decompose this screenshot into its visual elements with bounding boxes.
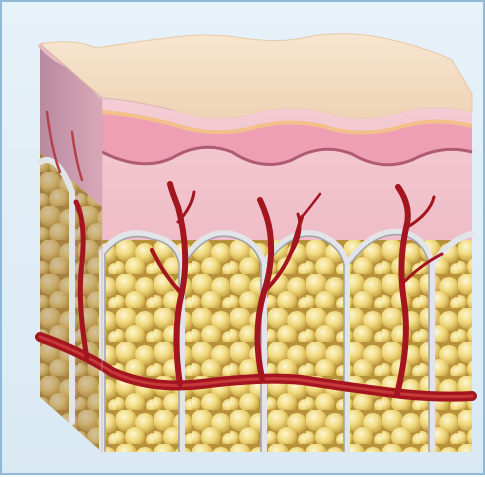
skin-illustration bbox=[2, 2, 485, 477]
image-frame bbox=[0, 0, 485, 475]
